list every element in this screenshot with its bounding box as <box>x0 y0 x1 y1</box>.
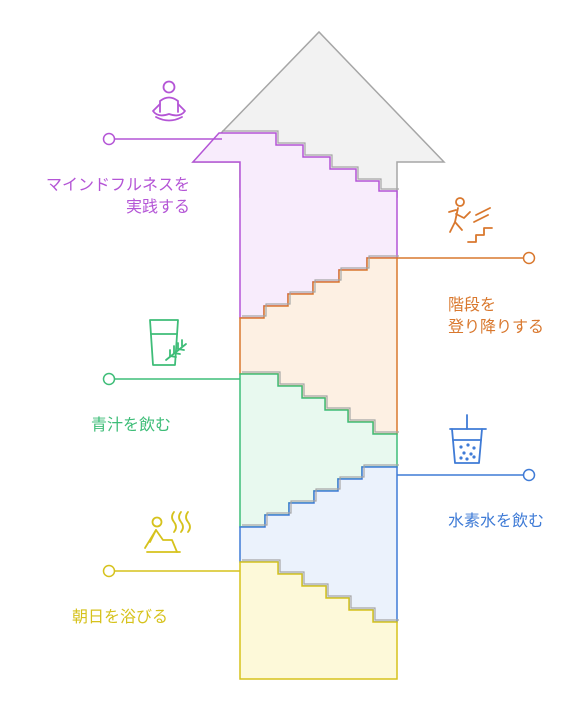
connector-dot <box>522 468 536 482</box>
step-edges <box>222 130 399 621</box>
meditation-icon <box>152 80 186 122</box>
label-hydrogen-water: 水素水を飲む <box>448 510 544 532</box>
connector-dot <box>522 251 536 265</box>
connector-hydrogen-water <box>397 468 536 482</box>
sunbathing-icon <box>144 511 191 553</box>
connector-dot <box>102 372 116 386</box>
label-hydrogen-water-line1: 水素水を飲む <box>448 511 545 530</box>
label-green-juice: 青汁を飲む <box>91 414 171 436</box>
connector-mindfulness <box>102 132 222 146</box>
connector-dot <box>102 564 116 578</box>
bubble-drink-icon <box>449 414 487 464</box>
green-juice-glass-icon <box>149 319 187 366</box>
label-mindfulness: マインドフルネスを 実践する <box>0 174 190 218</box>
label-sunlight-line1: 朝日を浴びる <box>72 607 169 626</box>
label-mindfulness-line2: 実践する <box>125 197 190 216</box>
label-stairs: 階段を 登り降りする <box>448 294 544 338</box>
connector-dot <box>102 132 116 146</box>
label-stairs-line1: 階段を <box>448 295 497 314</box>
label-green-juice-line1: 青汁を飲む <box>91 415 172 434</box>
stairs-climbing-icon <box>448 197 493 243</box>
label-sunlight: 朝日を浴びる <box>72 606 168 628</box>
connector-stairs <box>397 251 536 265</box>
connector-green-juice <box>102 372 240 386</box>
connector-sunlight <box>102 564 240 578</box>
label-stairs-line2: 登り降りする <box>448 317 545 336</box>
label-mindfulness-line1: マインドフルネスを <box>45 175 190 194</box>
step-band-sunlight <box>239 561 398 680</box>
